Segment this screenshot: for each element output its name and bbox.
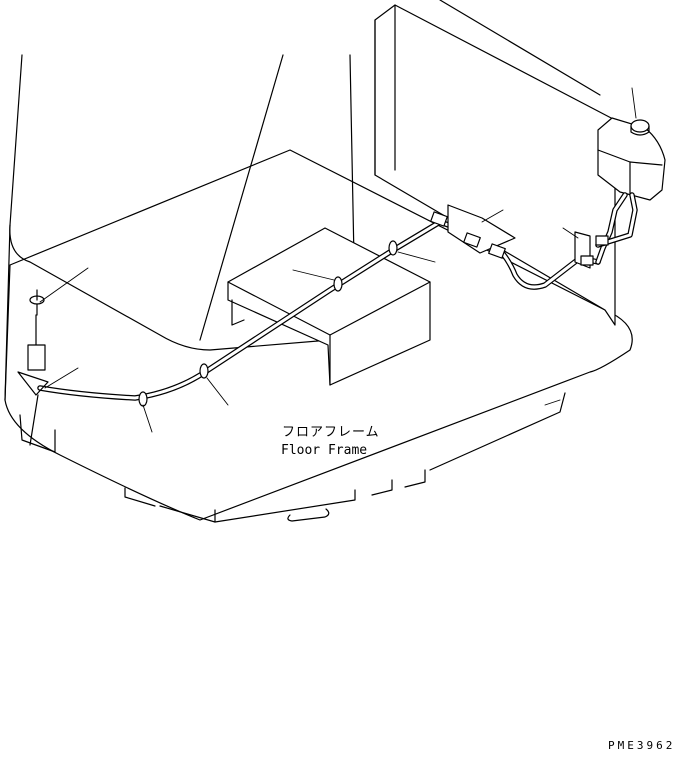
washer-nozzle bbox=[17, 289, 49, 446]
floor-frame-label-en: Floor Frame bbox=[281, 443, 368, 458]
check-valve-bracket bbox=[430, 204, 516, 259]
hose-clamps bbox=[138, 240, 398, 407]
side-console bbox=[374, 0, 616, 326]
leader-lines bbox=[39, 209, 579, 433]
floor-box bbox=[227, 227, 431, 386]
floor-frame-label-jp: フロアフレーム bbox=[282, 425, 380, 440]
tank-bracket bbox=[574, 231, 609, 269]
drawing-code: PME3962 bbox=[608, 739, 676, 752]
washer-tank bbox=[597, 87, 666, 201]
